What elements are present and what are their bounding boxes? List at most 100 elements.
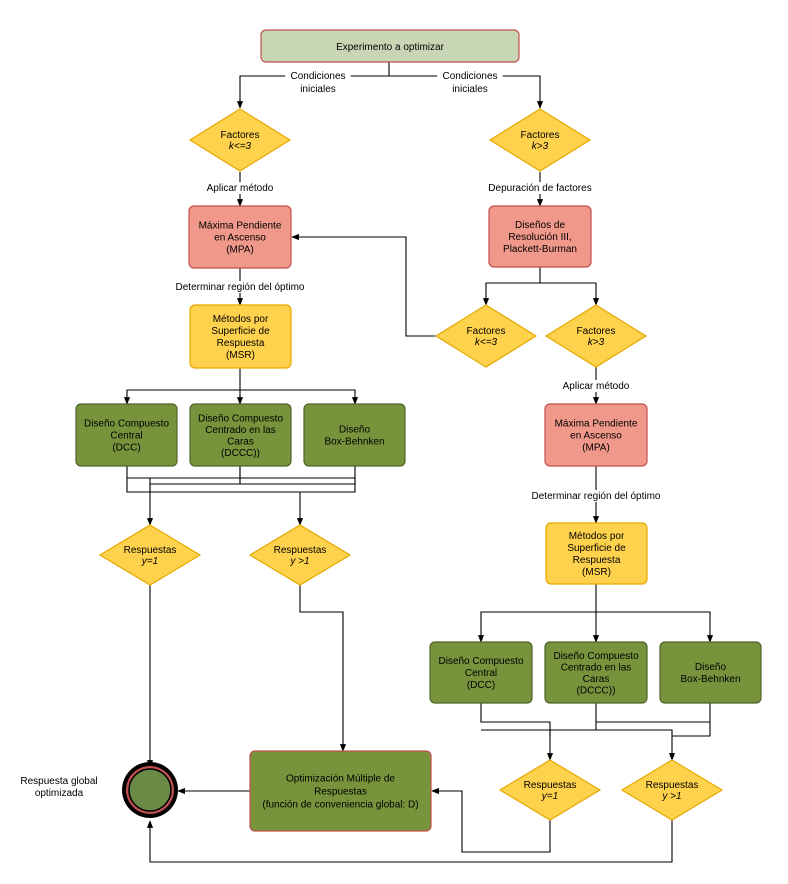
node-disenos-resolucion-line-3: Plackett-Burman bbox=[503, 244, 577, 255]
diamond-respuestas-1-right-line-2: y=1 bbox=[541, 791, 558, 802]
node-dcc-left-shape bbox=[75, 403, 178, 467]
node-msr-left-line-1: Métodos por bbox=[213, 314, 269, 325]
node-experimento-shape bbox=[260, 29, 520, 63]
label-determinar-region-left-bg-1 bbox=[161, 281, 319, 293]
diamond-respuestas-n-right-line-2: y >1 bbox=[661, 791, 681, 802]
label-condiciones-right-line-1: Condiciones bbox=[442, 71, 497, 82]
connector-layer bbox=[123, 62, 714, 863]
node-box-behnken-right-line-2: Box-Behnken bbox=[680, 674, 740, 685]
diamond-respuestas-1-left-shape bbox=[98, 524, 202, 586]
diamond-factores-right-line-1: Factores bbox=[521, 130, 560, 141]
node-dcc-right-line-1: Diseño Compuesto bbox=[438, 656, 523, 667]
end-node-core bbox=[128, 768, 172, 812]
diamond-factores-mid-left-line-2: k<=3 bbox=[475, 337, 498, 348]
node-optimizacion-multiple-line-2: Respuestas bbox=[314, 787, 367, 798]
node-dccc-right-line-1: Diseño Compuesto bbox=[553, 651, 638, 662]
node-disenos-resolucion-shape bbox=[488, 205, 592, 268]
node-layer: Experimento a optimizarFactoresk<=3Facto… bbox=[20, 29, 762, 832]
node-mpa-right-line-2: en Ascenso bbox=[570, 431, 622, 442]
node-box-behnken-right-line-1: Diseño bbox=[695, 662, 727, 673]
label-depuracion-factores-line-1: Depuración de factores bbox=[488, 183, 591, 194]
label-determinar-region-left-line-1: Determinar región del óptimo bbox=[176, 282, 305, 293]
diamond-respuestas-1-right-line-1: Respuestas bbox=[524, 780, 577, 791]
edge-msr-left-to-dcc bbox=[123, 368, 241, 405]
label-aplicar-metodo-right-line-1: Aplicar método bbox=[563, 381, 630, 392]
edge-left-bundle-d bbox=[300, 478, 356, 493]
node-optimizacion-multiple[interactable]: Optimización Múltiple deRespuestas(funci… bbox=[249, 750, 432, 832]
label-depuracion-factores-bg-1 bbox=[477, 182, 603, 194]
node-msr-left-shape bbox=[189, 304, 292, 369]
edge-dres-to-factores-mid-right bbox=[540, 282, 600, 306]
node-msr-right-shape bbox=[545, 522, 648, 585]
node-mpa-left-line-1: Máxima Pendiente bbox=[199, 221, 282, 232]
edge-dccc-right-to-resp-n bbox=[595, 703, 676, 761]
end-node-label-line-1: Respuesta global bbox=[20, 776, 97, 787]
node-mpa-right-shape bbox=[544, 403, 648, 467]
node-box-behnken-right-shape bbox=[659, 641, 762, 704]
diamond-factores-left-line-1: Factores bbox=[221, 130, 260, 141]
node-dcc-right-shape bbox=[429, 641, 533, 704]
edge-msr-left-to-bb bbox=[240, 389, 359, 405]
node-dccc-right-line-3: Caras bbox=[583, 674, 610, 685]
edge-bb-left-join bbox=[239, 466, 356, 485]
diamond-factores-mid-right-shape bbox=[544, 304, 648, 368]
node-msr-left-line-3: Respuesta bbox=[217, 338, 265, 349]
edge-respn-right-to-end bbox=[146, 820, 673, 863]
node-dccc-left-line-1: Diseño Compuesto bbox=[198, 413, 283, 424]
node-optimizacion-multiple-line-3: (función de conveniencia global: D) bbox=[262, 800, 418, 811]
edge-resp1-right-to-optim bbox=[431, 787, 551, 853]
label-determinar-region-right-bg-1 bbox=[517, 490, 675, 502]
diamond-respuestas-n-left-line-2: y >1 bbox=[289, 556, 309, 567]
edge-dccc-left-to-resp-1 bbox=[146, 466, 241, 526]
diamond-respuestas-n-right-line-1: Respuestas bbox=[646, 780, 699, 791]
node-experimento[interactable]: Experimento a optimizar bbox=[260, 29, 520, 63]
node-dccc-left-shape bbox=[189, 403, 292, 467]
diamond-factores-mid-right-line-1: Factores bbox=[577, 326, 616, 337]
node-msr-right-line-4: (MSR) bbox=[582, 567, 611, 578]
diamond-respuestas-n-left-line-1: Respuestas bbox=[274, 545, 327, 556]
node-mpa-left-line-2: en Ascenso bbox=[214, 233, 266, 244]
edge-label-layer: CondicionesinicialesCondicionesiniciales… bbox=[161, 70, 675, 502]
node-dccc-right-line-4: (DCCC)) bbox=[577, 685, 616, 696]
label-condiciones-left-bg-1 bbox=[285, 70, 351, 82]
node-mpa-left-line-3: (MPA) bbox=[226, 245, 254, 256]
node-dccc-right-shape bbox=[544, 641, 648, 704]
node-dcc-right-line-2: Central bbox=[465, 668, 497, 679]
edge-respn-left-to-optim bbox=[299, 585, 347, 752]
node-dcc-left-line-2: Central bbox=[110, 431, 142, 442]
diamond-respuestas-n-left-shape bbox=[248, 524, 352, 586]
node-dccc-left-line-3: Caras bbox=[227, 436, 254, 447]
edge-msr-right-to-dcc bbox=[477, 584, 597, 643]
node-box-behnken-left-line-1: Diseño bbox=[339, 425, 371, 436]
diamond-factores-mid-right-line-2: k>3 bbox=[588, 337, 605, 348]
end-node[interactable] bbox=[122, 762, 178, 818]
node-mpa-left-shape bbox=[188, 205, 292, 269]
node-msr-left-line-4: (MSR) bbox=[226, 350, 255, 361]
node-box-behnken-left-line-2: Box-Behnken bbox=[324, 437, 384, 448]
node-mpa-right-line-1: Máxima Pendiente bbox=[555, 419, 638, 430]
diamond-factores-left-line-2: k<=3 bbox=[229, 141, 252, 152]
label-condiciones-right-line-2: iniciales bbox=[452, 84, 488, 95]
label-aplicar-metodo-right-bg-1 bbox=[555, 380, 637, 392]
